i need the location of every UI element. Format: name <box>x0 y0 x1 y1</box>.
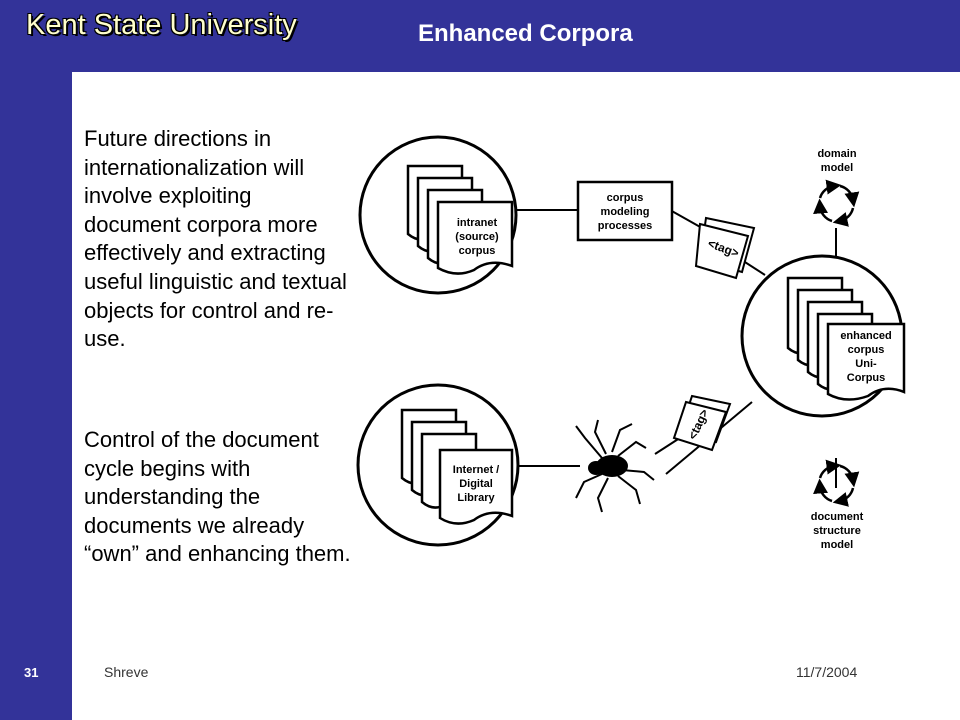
enhanced-label-2: corpus <box>848 344 885 356</box>
university-name: Kent State University <box>26 9 297 41</box>
footer-author: Shreve <box>104 664 149 680</box>
doc-structure-label-1: document <box>811 511 864 523</box>
internet-label-1: Internet / <box>453 464 499 476</box>
slide-number: 31 <box>24 665 39 680</box>
left-sidebar <box>0 0 72 720</box>
tag-document-upper: <tag> <box>694 216 756 280</box>
body-paragraph-2: Control of the document cycle begins wit… <box>84 427 351 567</box>
cycle-arrows-icon <box>813 179 860 227</box>
doc-structure-label-3: model <box>821 539 853 551</box>
enhanced-corpora-diagram: intranet (source) corpus corpus modeling… <box>356 135 906 551</box>
corpus-modeling-label-1: corpus <box>607 192 644 204</box>
domain-model-label-1: domain <box>817 148 856 160</box>
intranet-corpus-node: intranet (source) corpus <box>358 135 518 295</box>
intranet-label-2: (source) <box>455 231 499 243</box>
internet-label-2: Digital <box>459 478 493 490</box>
domain-model-node: domain model <box>813 148 860 227</box>
corpus-modeling-node: corpus modeling processes <box>576 180 674 242</box>
enhanced-corpus-node: enhanced corpus Uni- Corpus <box>740 254 906 418</box>
enhanced-label-3: Uni- <box>855 358 877 370</box>
slide-title: Enhanced Corpora <box>418 20 633 47</box>
top-banner <box>0 0 960 72</box>
intranet-label-3: corpus <box>459 245 496 257</box>
internet-label-3: Library <box>457 492 495 504</box>
internet-library-node: Internet / Digital Library <box>356 383 520 547</box>
doc-structure-label-2: structure <box>813 525 861 537</box>
footer-date: 11/7/2004 <box>796 664 858 680</box>
intranet-label-1: intranet <box>457 217 498 229</box>
tag-document-lower: <tag> <box>672 394 732 452</box>
enhanced-label-1: enhanced <box>840 330 891 342</box>
spider-icon <box>575 419 655 513</box>
enhanced-label-4: Corpus <box>847 372 886 384</box>
body-paragraph-1: Future directions in internationalizatio… <box>84 126 347 352</box>
cycle-arrows-icon-lower <box>813 459 860 507</box>
corpus-modeling-label-2: modeling <box>601 206 650 218</box>
domain-model-label-2: model <box>821 162 853 174</box>
corpus-modeling-label-3: processes <box>598 220 652 232</box>
document-structure-model-node: document structure model <box>811 459 864 551</box>
